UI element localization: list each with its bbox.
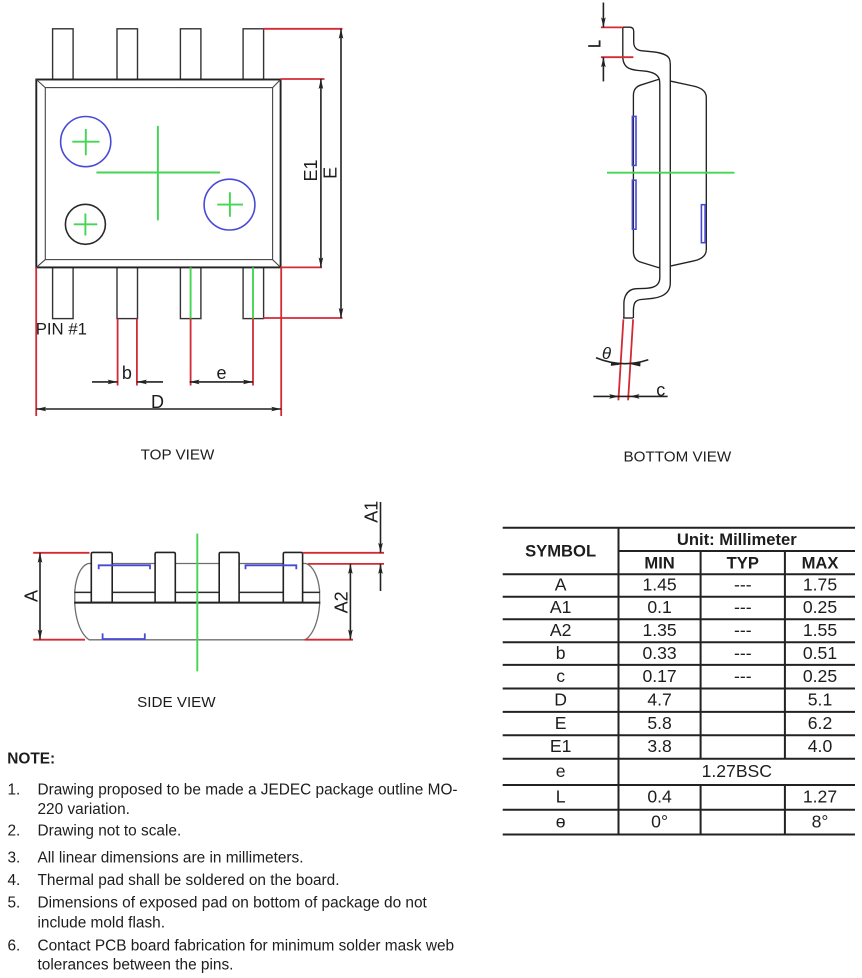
svg-text:1.75: 1.75 (803, 575, 837, 595)
svg-text:2.: 2. (8, 823, 21, 840)
svg-text:θ: θ (602, 344, 612, 363)
svg-text:---: --- (734, 643, 752, 663)
svg-text:6.2: 6.2 (808, 713, 832, 733)
svg-text:0.25: 0.25 (803, 597, 837, 617)
svg-text:L: L (556, 787, 566, 807)
svg-text:TOP VIEW: TOP VIEW (141, 447, 215, 464)
svg-text:Unit: Millimeter: Unit: Millimeter (677, 530, 797, 549)
svg-text:A2: A2 (331, 591, 351, 613)
svg-text:0.33: 0.33 (642, 643, 676, 663)
svg-text:0.25: 0.25 (803, 666, 837, 686)
svg-text:A: A (22, 590, 42, 602)
svg-text:include mold flash.: include mold flash. (38, 915, 165, 932)
svg-text:4.7: 4.7 (647, 689, 671, 709)
svg-text:A2: A2 (550, 620, 572, 640)
svg-text:b: b (556, 643, 566, 663)
svg-text:A: A (555, 575, 567, 595)
svg-text:220 variation.: 220 variation. (38, 801, 130, 818)
svg-text:MIN: MIN (644, 553, 674, 572)
svg-text:4.: 4. (8, 872, 21, 889)
svg-text:5.8: 5.8 (647, 713, 672, 733)
svg-text:8°: 8° (812, 811, 829, 831)
svg-text:Thermal pad shall be soldered: Thermal pad shall be soldered on the boa… (38, 872, 340, 889)
svg-text:c: c (556, 666, 565, 686)
svg-text:5.: 5. (8, 895, 21, 912)
svg-text:---: --- (734, 575, 752, 595)
svg-text:D: D (554, 689, 567, 709)
svg-text:E: E (320, 167, 340, 179)
svg-text:MAX: MAX (802, 553, 839, 572)
svg-text:Drawing not to scale.: Drawing not to scale. (38, 823, 182, 840)
svg-text:D: D (151, 392, 164, 412)
svg-text:PIN #1: PIN #1 (36, 320, 87, 339)
svg-text:---: --- (734, 597, 752, 617)
svg-text:ɵ: ɵ (556, 811, 566, 831)
svg-text:E1: E1 (301, 159, 321, 181)
svg-text:3.8: 3.8 (647, 736, 672, 756)
svg-text:1.55: 1.55 (803, 620, 837, 640)
svg-text:tolerances between the pins.: tolerances between the pins. (38, 957, 234, 974)
svg-text:Dimensions of exposed pad on b: Dimensions of exposed pad on bottom of p… (38, 895, 428, 912)
svg-text:TYP: TYP (727, 553, 759, 572)
svg-text:0.1: 0.1 (647, 597, 671, 617)
svg-text:A1: A1 (361, 501, 381, 523)
svg-text:0.4: 0.4 (647, 787, 672, 807)
svg-text:e: e (216, 363, 226, 383)
svg-text:E1: E1 (550, 736, 572, 756)
svg-text:1.27: 1.27 (803, 787, 837, 807)
svg-text:SIDE VIEW: SIDE VIEW (137, 694, 216, 711)
svg-text:4.0: 4.0 (808, 736, 833, 756)
svg-text:1.45: 1.45 (642, 575, 676, 595)
svg-text:1.27BSC: 1.27BSC (702, 761, 773, 781)
svg-text:1.35: 1.35 (642, 620, 676, 640)
svg-text:0.51: 0.51 (803, 643, 837, 663)
svg-text:A1: A1 (550, 597, 572, 617)
svg-text:e: e (556, 761, 566, 781)
svg-text:SYMBOL: SYMBOL (525, 542, 596, 561)
svg-text:1.: 1. (8, 782, 21, 799)
svg-text:0°: 0° (651, 811, 668, 831)
svg-text:6.: 6. (8, 938, 21, 955)
svg-text:b: b (122, 363, 132, 383)
svg-text:c: c (656, 380, 665, 400)
svg-text:---: --- (734, 620, 752, 640)
svg-text:E: E (555, 713, 567, 733)
svg-text:3.: 3. (8, 850, 21, 867)
svg-text:Drawing proposed to be made a: Drawing proposed to be made a JEDEC pack… (38, 782, 458, 799)
svg-text:BOTTOM VIEW: BOTTOM VIEW (624, 449, 732, 466)
svg-text:Contact PCB board fabrication: Contact PCB board fabrication for minimu… (38, 938, 455, 955)
svg-text:0.17: 0.17 (642, 666, 676, 686)
svg-text:5.1: 5.1 (808, 689, 832, 709)
svg-text:---: --- (734, 666, 752, 686)
svg-text:All linear dimensions are in m: All linear dimensions are in millimeters… (38, 850, 304, 867)
svg-text:NOTE:: NOTE: (7, 751, 55, 768)
